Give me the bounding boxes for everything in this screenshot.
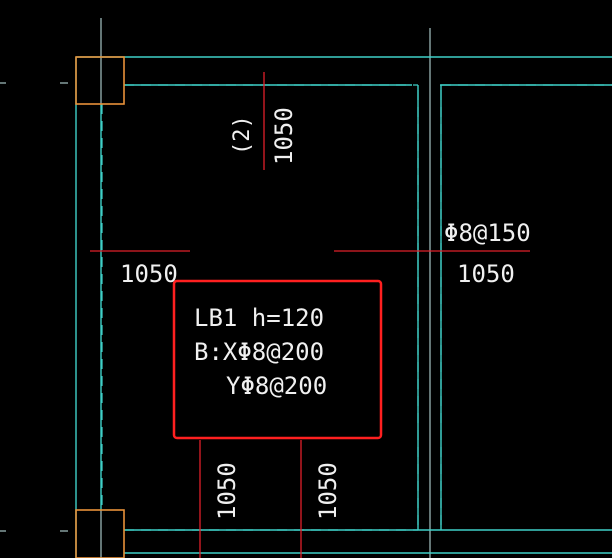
rebar-lines (90, 72, 530, 558)
column-bottom-left (75, 509, 125, 558)
slab-note[interactable]: LB1 h=120 B:XΦ8@200 YΦ8@200 (172, 279, 383, 440)
span-count-label[interactable]: (2) (230, 115, 255, 155)
annotations: (2) 1050 1050 Φ8@150 1050 1050 1050 (120, 107, 531, 520)
beam-dashed-edges (101, 84, 612, 531)
slab-note-line2[interactable]: B:XΦ8@200 (194, 338, 324, 366)
bottom-left-dim-label[interactable]: 1050 (213, 462, 241, 520)
right-rebar-label[interactable]: Φ8@150 (444, 219, 531, 247)
column-top-left (75, 56, 125, 105)
margin-ticks (0, 82, 68, 532)
right-dim-label[interactable]: 1050 (457, 260, 515, 288)
top-span-dim-label[interactable]: 1050 (270, 107, 298, 165)
left-dim-label[interactable]: 1050 (120, 260, 178, 288)
slab-note-highlight-box (172, 279, 383, 440)
slab-note-line3[interactable]: YΦ8@200 (226, 372, 327, 400)
columns (75, 56, 125, 558)
bottom-right-dim-label[interactable]: 1050 (314, 462, 342, 520)
slab-note-line1[interactable]: LB1 h=120 (194, 304, 324, 332)
